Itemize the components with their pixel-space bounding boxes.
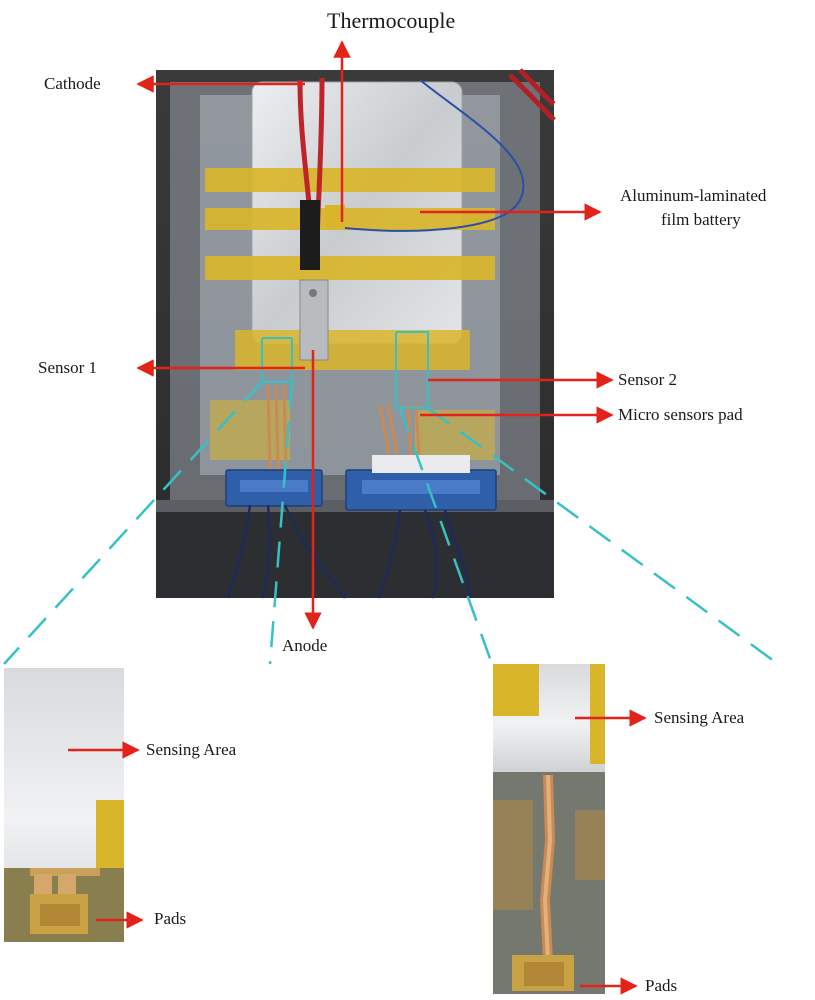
label-micro-pad: Micro sensors pad (618, 405, 743, 424)
label-left-pads: Pads (154, 909, 187, 928)
label-cathode: Cathode (44, 74, 101, 93)
left-zoom-inset (4, 668, 124, 942)
label-left-sensing-area: Sensing Area (146, 740, 237, 759)
label-sensor2: Sensor 2 (618, 370, 678, 389)
label-right-sensing-area: Sensing Area (654, 708, 745, 727)
zoom-dashed-lines (3, 381, 779, 666)
label-anode: Anode (282, 636, 328, 655)
label-right-pads: Pads (645, 976, 678, 995)
battery-photo (156, 68, 556, 599)
right-zoom-inset (493, 664, 605, 994)
label-sensor1: Sensor 1 (38, 358, 98, 377)
label-battery-line2: film battery (661, 210, 741, 229)
label-battery-line1: Aluminum-laminated (620, 186, 767, 205)
callout-arrows (68, 40, 647, 995)
label-thermocouple: Thermocouple (327, 8, 456, 33)
